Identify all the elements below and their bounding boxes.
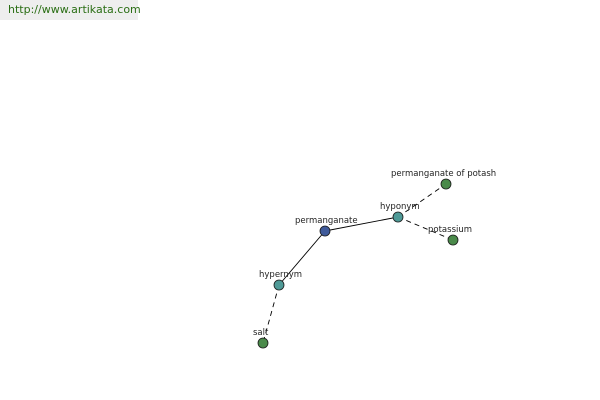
node-label-salt[interactable]: salt [253,328,269,338]
node-permanganate[interactable] [319,225,331,237]
node-permanganate-of-potash[interactable] [440,178,452,190]
node-label-permanganate[interactable]: permanganate [295,216,358,226]
edge-hyponym-permanganate_of_potash [397,183,447,218]
graph-labels: permanganate hyponym hypernym permanganate … [253,169,496,338]
edge-permanganate-hyponym [324,216,399,232]
graph-nodes [257,178,459,349]
edge-hypernym-salt [262,284,280,344]
node-label-hypernym[interactable]: hypernym [259,270,302,280]
node-hyponym[interactable] [392,211,404,223]
node-label-hyponym[interactable]: hyponym [380,202,420,212]
edge-hyponym-potassium [397,216,454,241]
node-salt[interactable] [257,337,269,349]
node-label-potassium[interactable]: potassium [428,225,472,235]
source-url-banner[interactable]: http://www.artikata.com [0,0,141,20]
node-hypernym[interactable] [273,279,285,291]
graph-edges [262,183,454,344]
edge-permanganate-hypernym [278,230,326,286]
node-potassium[interactable] [447,234,459,246]
node-label-permanganate-of-potash[interactable]: permanganate of potash [391,169,496,179]
